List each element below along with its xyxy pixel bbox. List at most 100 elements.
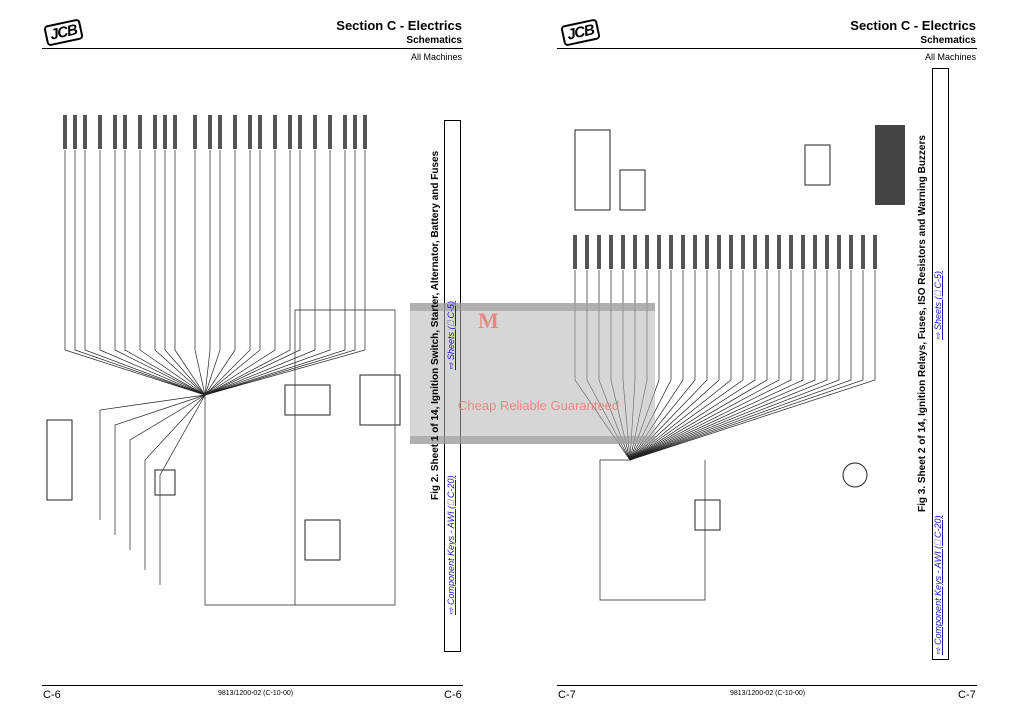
wire-label (173, 115, 177, 149)
wire (114, 150, 206, 396)
sheets-link[interactable]: ⇨ Sheets (⎕ C-5) (446, 301, 456, 370)
wire (204, 150, 356, 396)
wire-label (363, 115, 367, 149)
wire-label (208, 115, 212, 149)
wire (204, 150, 346, 396)
wire-label (328, 115, 332, 149)
wire-label (861, 235, 865, 269)
wire-label (193, 115, 197, 149)
relay (694, 499, 721, 531)
wire-label (233, 115, 237, 149)
header-rule (557, 48, 977, 49)
wire-label (789, 235, 793, 269)
wire (204, 150, 236, 396)
page-number: C-7 (558, 689, 576, 701)
footer-rule (42, 685, 463, 686)
battery (284, 384, 331, 416)
wire-label (73, 115, 77, 149)
component-keys-link[interactable]: ⇨ Component Keys - AWI (⎕ C-20) (933, 515, 943, 655)
wire-label (597, 235, 601, 269)
wire (204, 150, 276, 396)
wire (629, 270, 780, 461)
wire (204, 150, 301, 396)
wire (139, 150, 206, 396)
wire-label (609, 235, 613, 269)
wire (64, 150, 206, 396)
wire (164, 150, 206, 396)
wire-label (633, 235, 637, 269)
doc-code: 9813/1200-02 (C-10-00) (218, 690, 294, 697)
wire-label (765, 235, 769, 269)
applicability: All Machines (410, 52, 462, 62)
wire-label (83, 115, 87, 149)
wire (114, 394, 206, 535)
connector (46, 419, 73, 501)
wire (599, 459, 706, 601)
relay (619, 169, 646, 211)
watermark (410, 303, 655, 444)
jcb-logo: JCB (560, 18, 601, 47)
footer-rule (557, 685, 977, 686)
ignition-switch (304, 519, 341, 561)
schematic-diagram (46, 115, 401, 606)
wire-label (98, 115, 102, 149)
wire-label (753, 235, 757, 269)
wire (129, 394, 206, 550)
wire-label (705, 235, 709, 269)
wire-label (343, 115, 347, 149)
wire-label (218, 115, 222, 149)
wire (629, 270, 720, 461)
wire (629, 270, 840, 461)
wire (629, 270, 828, 461)
wire (204, 150, 291, 396)
wire-label (657, 235, 661, 269)
wire-label (777, 235, 781, 269)
wire (204, 150, 316, 396)
wire-label (585, 235, 589, 269)
wire (204, 150, 221, 396)
wire (174, 150, 206, 396)
page-number-right: C-7 (958, 689, 976, 701)
wire (629, 270, 804, 461)
component-keys-link[interactable]: ⇨ Component Keys - AWI (⎕ C-20) (446, 475, 456, 615)
wire (629, 270, 756, 461)
wire (204, 150, 261, 396)
doc-code: 9813/1200-02 (C-10-00) (730, 690, 806, 697)
starter-motor (359, 374, 401, 426)
jcb-logo: JCB (43, 18, 84, 47)
wire (204, 150, 211, 396)
wire-label (288, 115, 292, 149)
wire (629, 270, 852, 461)
wire-label (837, 235, 841, 269)
fuse-block (875, 125, 905, 205)
wire-label (813, 235, 817, 269)
connector (574, 129, 611, 211)
watermark-logo: M (478, 308, 499, 333)
wire (154, 150, 206, 396)
wire (204, 150, 331, 396)
wire-label (741, 235, 745, 269)
wire-label (353, 115, 357, 149)
buzzer (842, 462, 868, 488)
sheets-link[interactable]: ⇨ Sheets (⎕ C-5) (933, 271, 943, 340)
wire (204, 150, 251, 396)
figure-caption: Fig 3. Sheet 2 of 14, Ignition Relays, F… (917, 135, 928, 512)
wire-label (573, 235, 577, 269)
wire (629, 270, 732, 461)
page-number-right: C-6 (444, 689, 462, 701)
subtitle: Schematics (406, 35, 462, 46)
wire-label (163, 115, 167, 149)
header-rule (42, 48, 463, 49)
wire (629, 270, 744, 461)
wire-label (153, 115, 157, 149)
wire-label (681, 235, 685, 269)
wire (629, 270, 768, 461)
wire-label (123, 115, 127, 149)
section-title: Section C - Electrics (336, 18, 462, 33)
wire-label (621, 235, 625, 269)
wire-label (273, 115, 277, 149)
wire (84, 150, 206, 396)
wire (144, 394, 206, 570)
wire (629, 270, 792, 461)
wire (629, 270, 876, 461)
